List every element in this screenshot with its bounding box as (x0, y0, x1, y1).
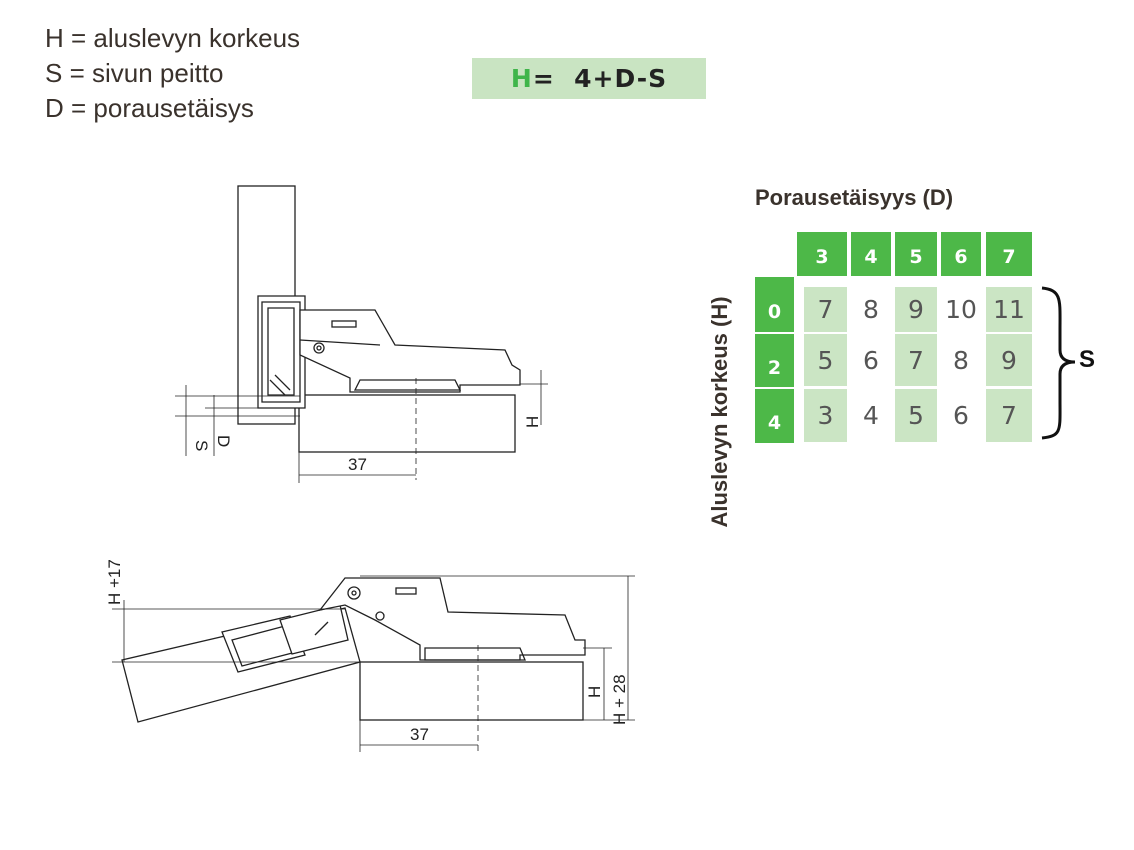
bracket-label: S (1079, 346, 1096, 373)
top-d-label: D (214, 435, 233, 447)
table-cell: 7 (986, 389, 1032, 442)
table-title: Porausetäisyys (D) (755, 185, 954, 210)
column-header-d-7: 7 (986, 232, 1032, 276)
diagram-bottom (112, 575, 635, 752)
bottom-h-label: H (585, 686, 604, 698)
diagram-top (175, 185, 548, 483)
table-cell: 10 (945, 295, 977, 324)
legend-d: D = porausetäisys (45, 93, 254, 123)
column-header-d-4: 4 (851, 232, 891, 276)
row-header-h-0: 0 (755, 277, 794, 332)
table-cell: 8 (953, 345, 969, 375)
row-header-h-2: 2 (755, 334, 794, 387)
table-cell: 5 (804, 334, 847, 386)
table-cell: 5 (895, 389, 937, 442)
row-header-h-4: 4 (755, 389, 794, 443)
bottom-h28-label: H + 28 (610, 674, 629, 725)
table-cell: 3 (804, 389, 847, 442)
table-cell: 6 (863, 345, 879, 375)
formula-box: H= 4+D-S (472, 58, 706, 99)
formula-h: H (510, 64, 533, 93)
legend-s: S = sivun peitto (45, 58, 224, 88)
top-s-label: S (192, 440, 211, 451)
table-cell: 7 (804, 287, 847, 332)
column-header-d-6: 6 (941, 232, 981, 276)
table-cell: 11 (986, 287, 1032, 332)
legend-h: H = aluslevyn korkeus (45, 23, 301, 53)
brace (1041, 286, 1076, 440)
bottom-dim-37: 37 (410, 725, 429, 744)
top-dim-37: 37 (348, 455, 367, 474)
table-cell: 7 (895, 334, 937, 386)
table-cell: 4 (863, 401, 879, 430)
bottom-h17-label: H +17 (105, 559, 124, 605)
table-cell: 6 (953, 401, 969, 430)
column-header-d-5: 5 (895, 232, 937, 276)
top-h-label: H (523, 416, 542, 428)
table-cell: 8 (863, 295, 879, 324)
table-cell: 9 (895, 287, 937, 332)
table-cell: 9 (986, 334, 1032, 386)
formula-rest: = 4+D-S (532, 64, 668, 93)
column-header-d-3: 3 (797, 232, 847, 276)
